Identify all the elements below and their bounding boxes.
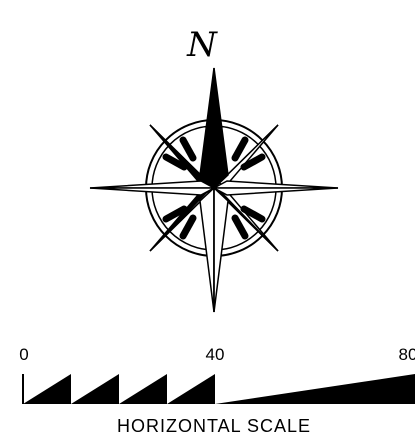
scale-tick-80: 80	[399, 345, 415, 364]
north-label: N	[186, 25, 218, 65]
scale-tick-40: 40	[206, 345, 225, 364]
scale-bar	[22, 374, 415, 404]
scale-tick-0: 0	[19, 345, 28, 364]
scale-title: HORIZONTAL SCALE	[117, 416, 311, 436]
compass-cardinal-points	[89, 67, 339, 313]
scale-bar-segment	[119, 374, 167, 404]
south-point	[199, 186, 215, 313]
north-point	[199, 67, 215, 190]
compass-spokes	[162, 136, 266, 240]
scale-bar-segment	[71, 374, 119, 404]
scale-bar-segment	[167, 374, 215, 404]
scale-bar-segment	[23, 374, 71, 404]
scale-bar-long-segment	[215, 374, 415, 404]
compass-rose-icon	[89, 67, 339, 313]
